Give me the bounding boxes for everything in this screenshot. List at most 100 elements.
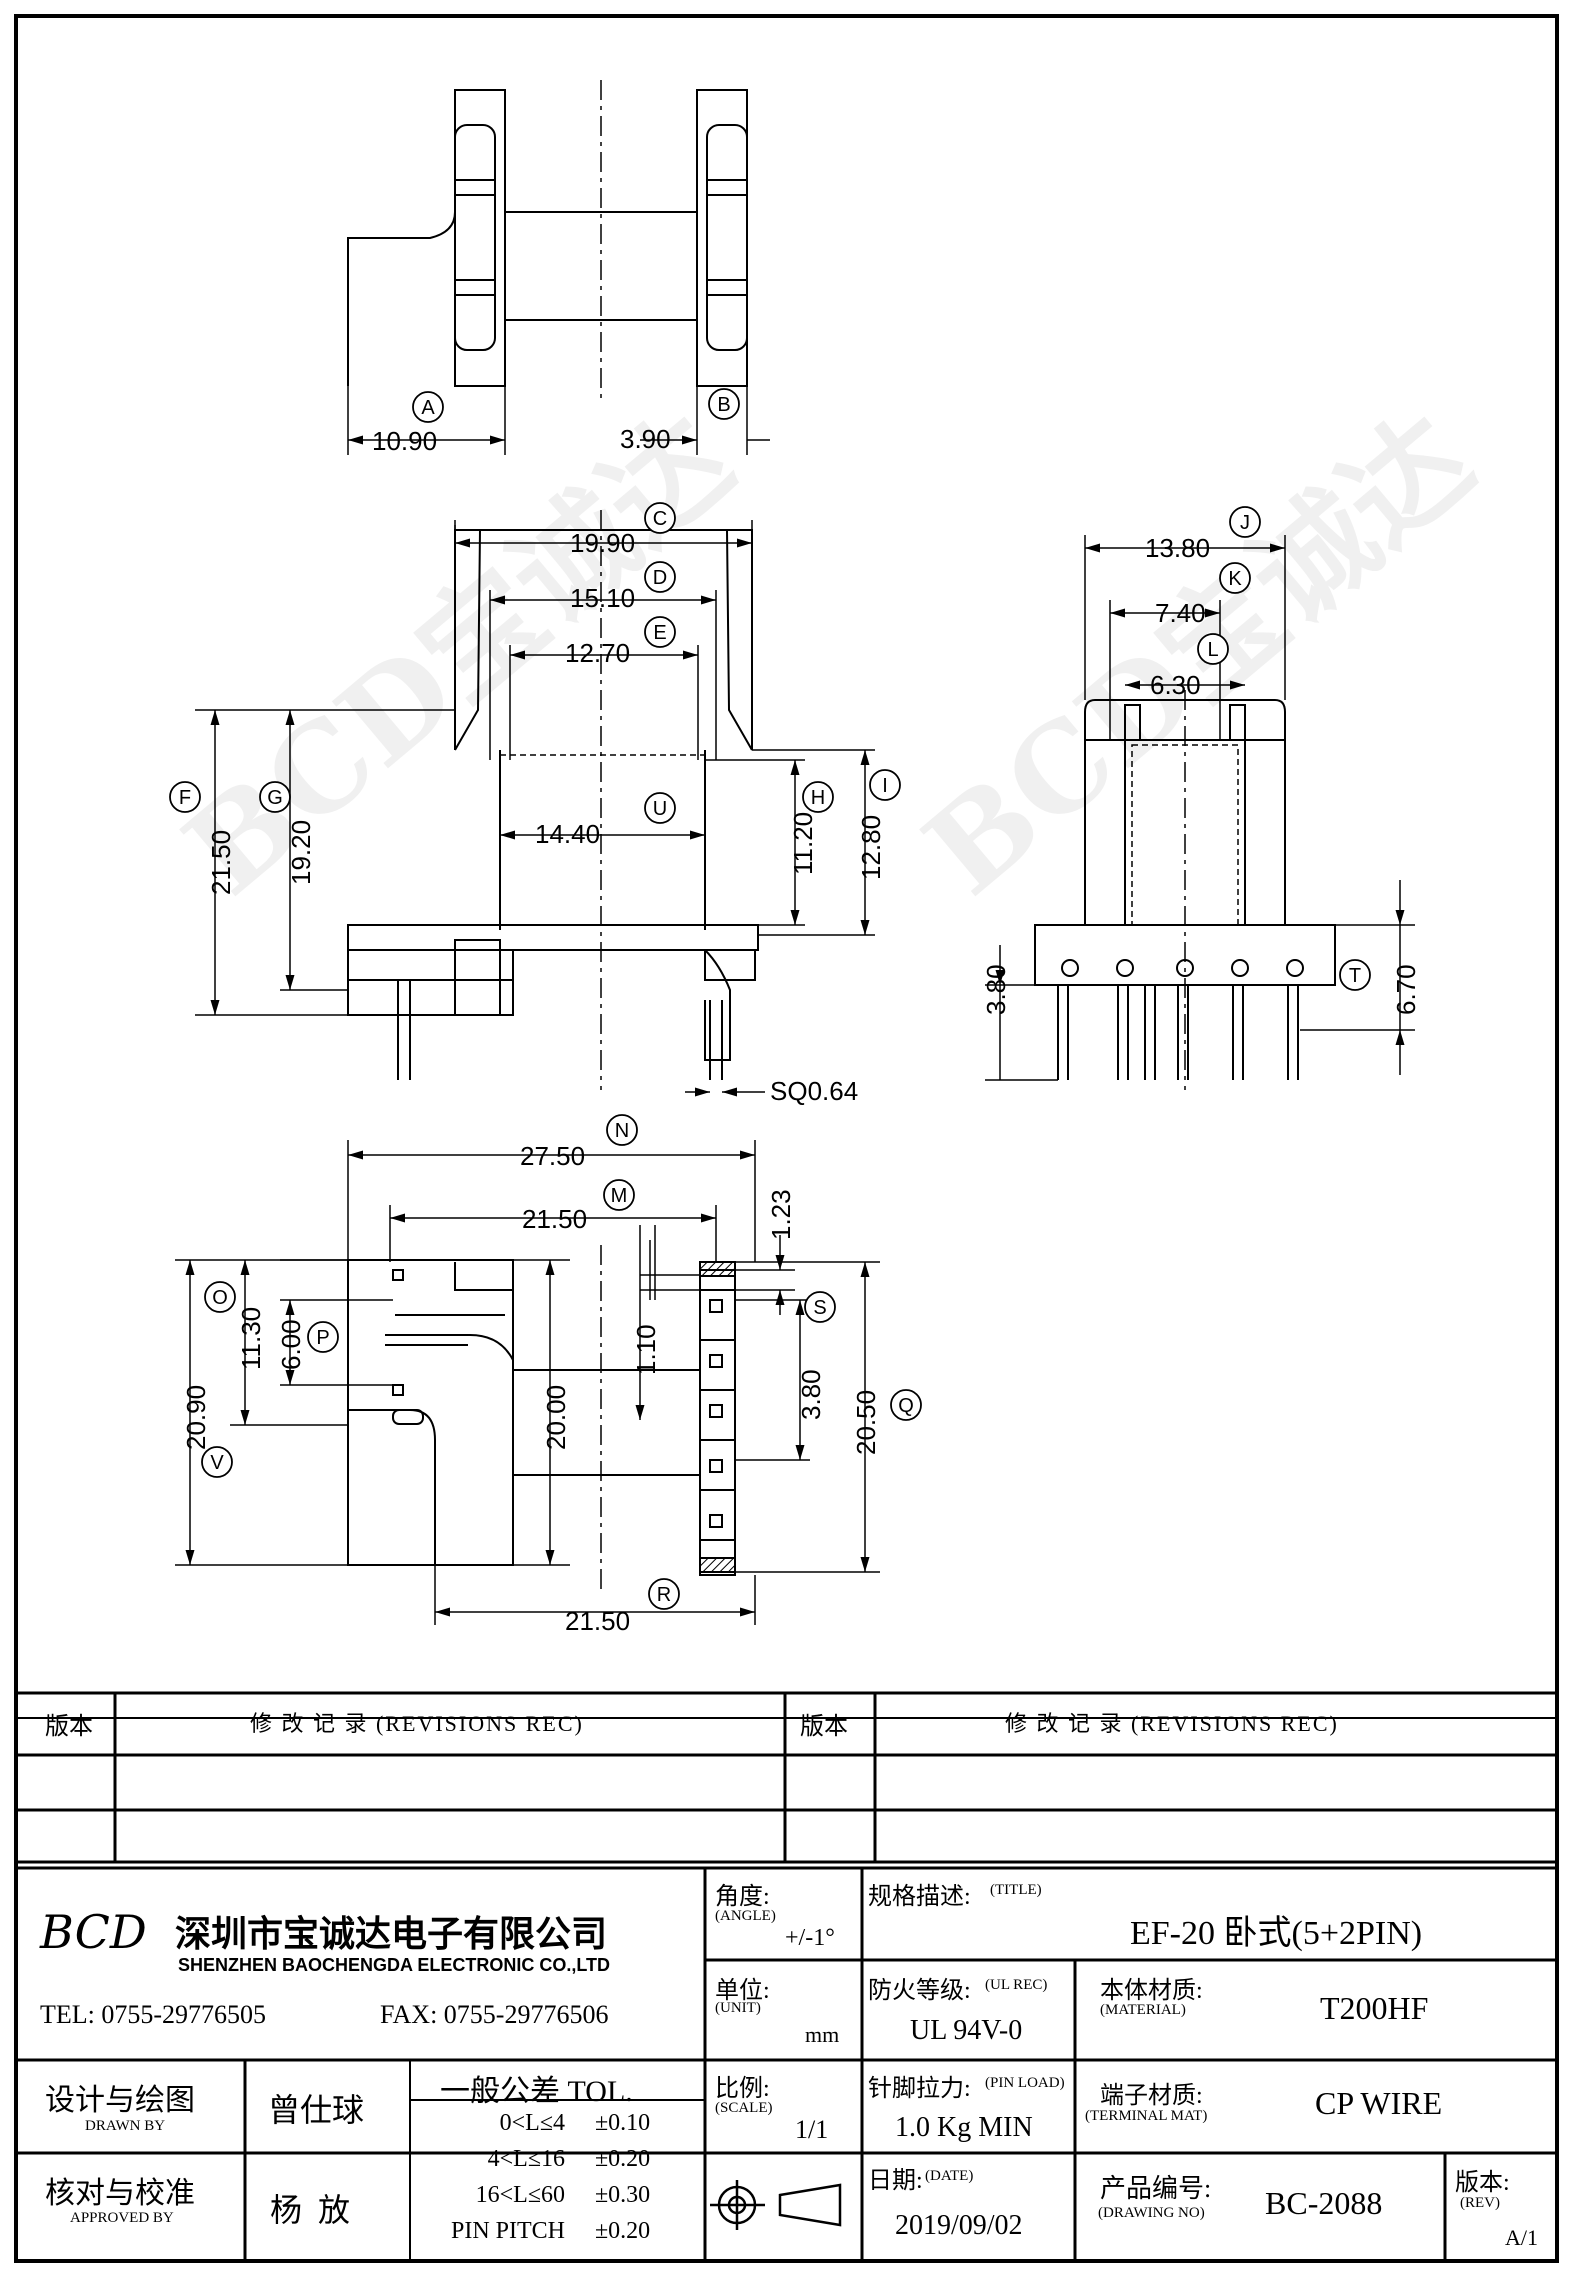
title-block-grid — [14, 1691, 1559, 2263]
date-label-en: (DATE) — [925, 2168, 974, 2184]
tol-value: ±0.10 — [595, 2110, 651, 2136]
drawn-by-label-en: DRAWN BY — [85, 2118, 166, 2134]
scale-value: 1/1 — [795, 2115, 829, 2144]
dim-m-value: 21.50 — [522, 1204, 587, 1234]
unit-label: 单位: — [715, 1978, 770, 2004]
label-u: U — [653, 798, 667, 820]
tol-range: PIN PITCH — [450, 2218, 565, 2244]
side-view — [985, 535, 1415, 1090]
dim-p-value: 6.00 — [276, 1319, 306, 1370]
dim-b-value: 3.90 — [620, 424, 671, 454]
approved-by-label-en: APPROVED BY — [70, 2210, 174, 2226]
unit-value: mm — [805, 2022, 840, 2047]
dim-g-value: 19.20 — [286, 820, 316, 885]
pin-load-label-en: (PIN LOAD) — [985, 2075, 1065, 2091]
drawn-by-value: 曾仕球 — [268, 2092, 365, 2128]
company-name-en: SHENZHEN BAOCHENGDA ELECTRONIC CO.,LTD — [178, 1955, 610, 1975]
rev-record-label-right: 修 改 记 录 (REVISIONS REC) — [1005, 1711, 1339, 1736]
dim-i-value: 12.80 — [856, 815, 886, 880]
scale-label-en: (SCALE) — [715, 2100, 773, 2116]
label-i: I — [882, 775, 888, 797]
label-k: K — [1228, 568, 1242, 590]
dim-k-value: 7.40 — [1155, 598, 1206, 628]
material-label-en: (MATERIAL) — [1100, 2002, 1186, 2018]
title-label: 规格描述: — [868, 1884, 971, 1910]
approved-by-label: 核对与校准 — [45, 2177, 195, 2210]
projection-symbol — [710, 2180, 842, 2230]
dim-o-value: 11.30 — [236, 1307, 266, 1370]
title-value: EF-20 卧式(5+2PIN) — [1130, 1915, 1423, 1952]
label-a: A — [421, 397, 435, 419]
dim-s1-value: 1.10 — [631, 1324, 661, 1375]
label-t: T — [1349, 965, 1361, 987]
dim-s-value: 3.80 — [796, 1369, 826, 1420]
label-o: O — [212, 1287, 228, 1309]
material-label: 本体材质: — [1100, 1978, 1203, 2004]
ul-label-en: (UL REC) — [985, 1977, 1048, 1993]
rev-ver-label-left: 版本 — [45, 1714, 93, 1740]
material-value: T200HF — [1320, 1990, 1429, 2026]
pin-load-value: 1.0 Kg MIN — [895, 2112, 1033, 2143]
dim-f-value: 21.50 — [206, 830, 236, 895]
ul-value: UL 94V-0 — [910, 2015, 1023, 2046]
dim-v-value: 20.90 — [181, 1385, 211, 1450]
title-label-en: (TITLE) — [990, 1882, 1042, 1898]
dim-h-value: 11.20 — [788, 812, 818, 875]
rev-label: 版本: — [1455, 2170, 1510, 2196]
dim-a-value: 10.90 — [372, 426, 437, 456]
dim-d-value: 15.10 — [570, 583, 635, 613]
dim-c-value: 19.90 — [570, 528, 635, 558]
angle-label: 角度: — [715, 1884, 770, 1910]
angle-value: +/-1° — [785, 1925, 835, 1951]
label-r: R — [657, 1584, 671, 1606]
dim-e-value: 12.70 — [565, 638, 630, 668]
tolerance-label: 一般公差 TOL. — [440, 2075, 633, 2108]
front-view — [195, 510, 875, 1097]
label-q: Q — [898, 1395, 914, 1417]
tol-range: 4<L≤16 — [487, 2146, 565, 2172]
drawing-no-label: 产品编号: — [1100, 2174, 1212, 2203]
drawing-no-label-en: (DRAWING NO) — [1098, 2205, 1205, 2221]
dim-s2-value: 1.23 — [766, 1189, 796, 1240]
scale-label: 比例: — [715, 2076, 770, 2102]
dim-u-value: 14.40 — [535, 819, 600, 849]
ul-label: 防火等级: — [868, 1978, 971, 2004]
date-value: 2019/09/02 — [895, 2210, 1023, 2241]
label-v: V — [210, 1452, 224, 1474]
dim-l-value: 6.30 — [1150, 670, 1201, 700]
top-view — [347, 80, 770, 455]
date-label: 日期: — [868, 2168, 923, 2194]
company-fax: FAX: 0755-29776506 — [380, 2000, 609, 2029]
approved-by-value: 杨 放 — [270, 2192, 351, 2228]
dim-q-value: 20.50 — [851, 1390, 881, 1455]
drawing-no-value: BC-2088 — [1265, 2185, 1383, 2221]
company-tel: TEL: 0755-29776505 — [40, 2000, 267, 2029]
label-g: G — [267, 787, 283, 809]
rev-label-en: (REV) — [1460, 2195, 1500, 2211]
dim-sq-value: SQ0.64 — [770, 1076, 858, 1106]
label-d: D — [653, 567, 667, 589]
drawn-by-label: 设计与绘图 — [45, 2084, 195, 2117]
dim-r-value: 21.50 — [565, 1606, 630, 1636]
bottom-view — [175, 1140, 880, 1625]
terminal-value: CP WIRE — [1315, 2085, 1443, 2121]
dim-left-value: 3.80 — [981, 964, 1011, 1015]
tol-range: 0<L≤4 — [499, 2110, 565, 2136]
label-f: F — [179, 787, 191, 809]
rev-record-label-left: 修 改 记 录 (REVISIONS REC) — [250, 1711, 584, 1736]
rev-value: A/1 — [1505, 2225, 1538, 2250]
pin-load-label: 针脚拉力: — [868, 2076, 971, 2102]
tol-value: ±0.30 — [595, 2182, 651, 2208]
terminal-label-en: (TERMINAL MAT) — [1085, 2108, 1208, 2124]
company-name-cn: 深圳市宝诚达电子有限公司 — [175, 1914, 608, 1955]
dim-n-value: 27.50 — [520, 1141, 585, 1171]
drawing-frame — [14, 14, 1559, 2263]
label-p: P — [316, 1327, 329, 1349]
label-j: J — [1240, 512, 1250, 534]
tol-value: ±0.20 — [595, 2146, 651, 2172]
label-s: S — [813, 1297, 826, 1319]
tol-value: ±0.20 — [595, 2218, 651, 2244]
label-c: C — [653, 508, 667, 530]
rev-ver-label-right: 版本 — [800, 1714, 848, 1740]
